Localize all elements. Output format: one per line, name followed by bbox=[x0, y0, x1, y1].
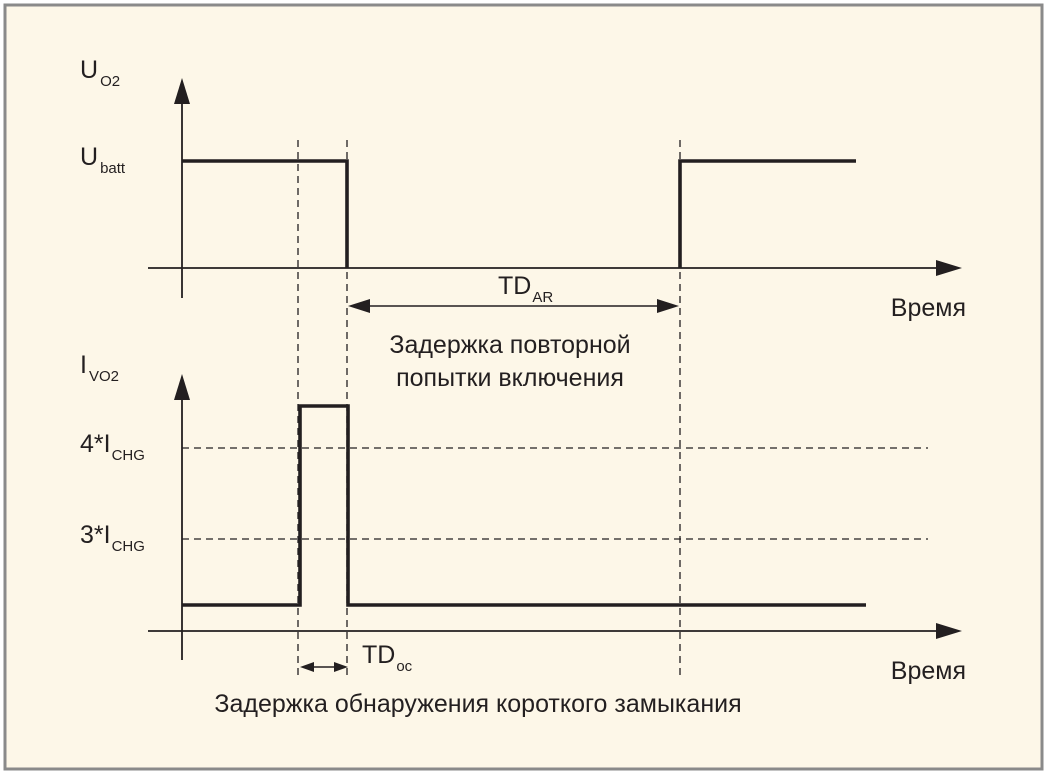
top-x-axis-label: Время bbox=[891, 294, 966, 322]
top-y-axis-label-sub: O2 bbox=[100, 73, 120, 90]
top-signal-high bbox=[182, 159, 349, 268]
top-y-axis-arrow bbox=[174, 78, 190, 104]
top-x-axis-arrow bbox=[936, 260, 962, 276]
level-4ichg-label: 4*ICHG bbox=[80, 430, 145, 464]
tdar-arrow-left bbox=[348, 299, 370, 313]
bottom-x-axis-label: Время bbox=[891, 657, 966, 685]
tdoc-label: TDoc bbox=[362, 641, 413, 675]
tdar-label-sub: AR bbox=[532, 289, 553, 306]
tdoc-label-sub: oc bbox=[396, 658, 412, 675]
bottom-y-axis-label-sub: VO2 bbox=[89, 368, 119, 385]
tdoc-arrow-left bbox=[300, 662, 314, 672]
top-signal-restore bbox=[678, 159, 856, 268]
retry-delay-caption-line2: попытки включения bbox=[396, 364, 624, 392]
diagram-frame bbox=[3, 3, 1044, 771]
level-4ichg-label-sub: CHG bbox=[112, 447, 145, 464]
short-circuit-delay-caption: Задержка обнаружения короткого замыкания bbox=[214, 690, 741, 718]
tdar-label: TDAR bbox=[498, 272, 553, 306]
ubatt-level-label-sub: batt bbox=[100, 160, 126, 177]
tdoc-arrow-right bbox=[334, 662, 348, 672]
bottom-x-axis-arrow bbox=[936, 623, 962, 639]
bottom-signal bbox=[182, 404, 866, 607]
timing-guides bbox=[297, 140, 681, 680]
tdar-arrow-right bbox=[657, 299, 679, 313]
bottom-y-axis-arrow bbox=[174, 374, 190, 400]
level-3ichg-label-sub: CHG bbox=[112, 538, 145, 555]
level-3ichg-label: 3*ICHG bbox=[80, 521, 145, 555]
retry-delay-caption-line1: Задержка повторной bbox=[389, 331, 630, 359]
